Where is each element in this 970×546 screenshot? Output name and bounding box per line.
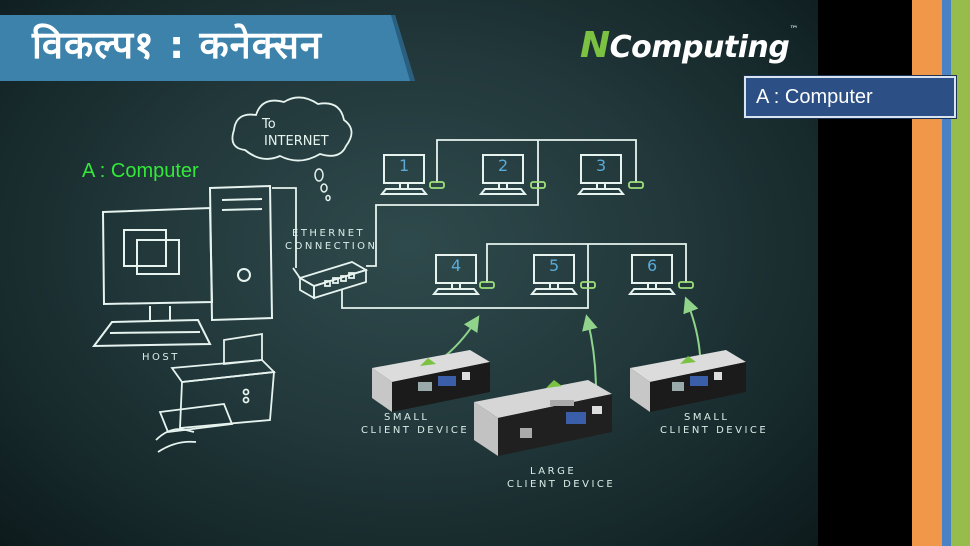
monitor-3: 3 <box>579 155 623 194</box>
monitor-3-number: 3 <box>596 156 606 175</box>
device-right-caption-line1: SMALL <box>684 412 729 423</box>
monitor-2: 2 <box>481 155 525 194</box>
device-large-caption-line2: CLIENT DEVICE <box>507 479 615 490</box>
small-client-device-right-icon <box>630 350 746 412</box>
monitor-2-number: 2 <box>498 156 508 175</box>
cloud-text-to: To <box>261 117 276 132</box>
device-left-caption-line1: SMALL <box>384 412 429 423</box>
monitor-1: 1 <box>382 155 426 194</box>
device-right-caption-line2: CLIENT DEVICE <box>660 425 768 436</box>
cloud-text-internet: INTERNET <box>264 134 329 149</box>
small-client-device-left-icon <box>372 350 490 412</box>
monitor-6: 6 <box>630 255 674 294</box>
monitor-1-number: 1 <box>399 156 409 175</box>
monitor-5: 5 <box>532 255 576 294</box>
host-caption: HOST <box>142 352 180 363</box>
monitor-6-number: 6 <box>647 256 657 275</box>
ethernet-hub-icon <box>293 262 366 298</box>
monitor-5-number: 5 <box>549 256 559 275</box>
ethernet-label-line2: CONNECTION <box>285 241 378 252</box>
monitor-4: 4 <box>434 255 478 294</box>
network-diagram: To INTERNET HOST ETHERNET C <box>0 0 818 546</box>
host-computer-icon <box>94 186 272 346</box>
device-left-caption-line2: CLIENT DEVICE <box>361 425 469 436</box>
monitor-4-number: 4 <box>451 256 461 275</box>
ethernet-label-line1: ETHERNET <box>292 228 365 239</box>
device-large-caption-line1: LARGE <box>530 466 576 477</box>
large-client-device-icon <box>474 380 612 456</box>
